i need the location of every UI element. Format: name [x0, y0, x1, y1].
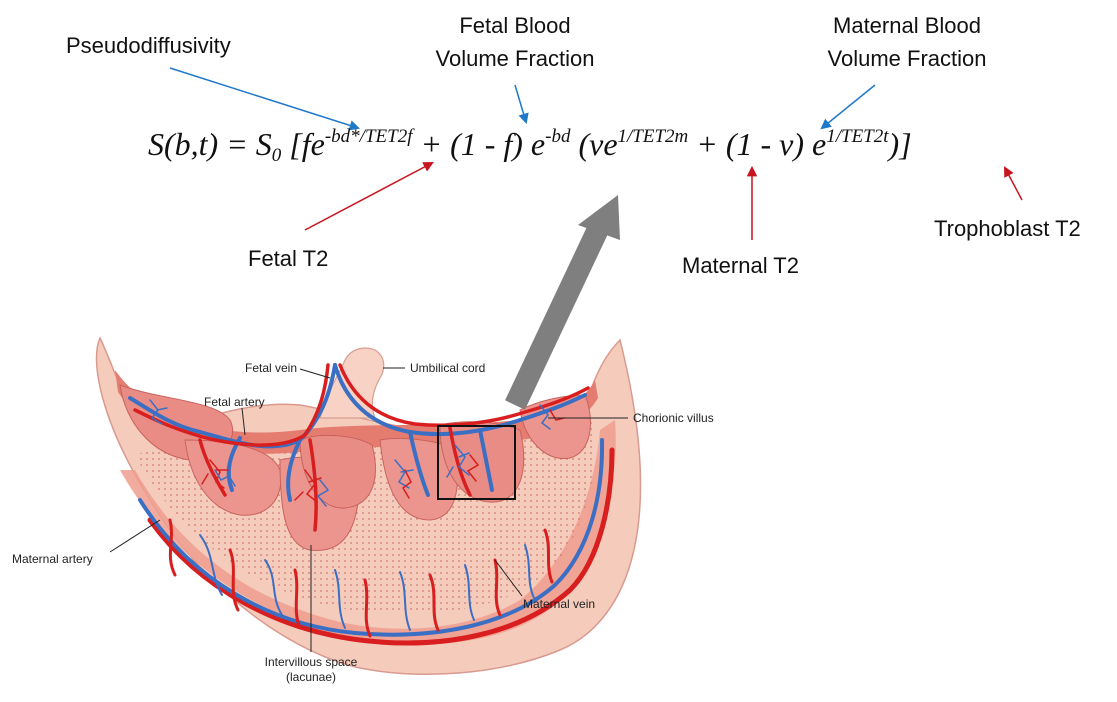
label-fetal-bvf-line1: Fetal Blood — [459, 13, 570, 39]
label-fetal-t2: Fetal T2 — [248, 246, 328, 272]
label-maternal-t2: Maternal T2 — [682, 253, 799, 279]
exp-fetal: -bd*/TET2f — [325, 126, 413, 147]
e-bd: e — [531, 126, 545, 162]
anatomy-intervillous-line1: Intervillous space — [265, 655, 358, 669]
exp-bd: -bd — [545, 126, 570, 147]
anatomy-maternal-artery: Maternal artery — [12, 552, 93, 566]
equation-open: [f — [281, 126, 310, 162]
exp-maternal: 1/TET2m — [618, 126, 689, 147]
e-tropho: e — [812, 126, 826, 162]
anatomy-fetal-vein: Fetal vein — [245, 361, 297, 375]
e-fetal: e — [311, 126, 325, 162]
s0-sub: 0 — [272, 145, 282, 166]
s0-base: S — [256, 126, 272, 162]
label-fetal-bvf-line2: Volume Fraction — [436, 46, 595, 72]
label-trophoblast-t2: Trophoblast T2 — [934, 216, 1081, 242]
label-maternal-bvf-line1: Maternal Blood — [833, 13, 981, 39]
anatomy-chorionic-villus: Chorionic villus — [633, 411, 714, 425]
anatomy-maternal-vein: Maternal vein — [523, 597, 595, 611]
anatomy-umbilical-cord: Umbilical cord — [410, 361, 485, 375]
equation-lhs: S(b,t) = — [148, 126, 256, 162]
equation-ve-open: (ve — [570, 126, 617, 162]
fetal-t2-arrow — [305, 163, 432, 230]
label-pseudodiffusivity: Pseudodiffusivity — [66, 33, 231, 59]
maternal-bvf-arrow — [822, 85, 875, 128]
trophoblast-t2-arrow — [1005, 168, 1022, 200]
label-maternal-bvf-line2: Volume Fraction — [828, 46, 987, 72]
pseudodiffusivity-arrow — [170, 68, 358, 128]
exp-tropho: 1/TET2t — [826, 126, 888, 147]
anatomy-intervillous-line2: (lacunae) — [286, 670, 336, 684]
fetal-bvf-arrow — [515, 85, 526, 122]
equation-plus2: + (1 - v) — [688, 126, 812, 162]
equation-close: )] — [889, 126, 912, 162]
ivim-equation: S(b,t) = S0 [fe-bd*/TET2f + (1 - f) e-bd… — [148, 124, 912, 164]
equation-plus1: + (1 - f) — [412, 126, 530, 162]
anatomy-fetal-artery: Fetal artery — [204, 395, 265, 409]
